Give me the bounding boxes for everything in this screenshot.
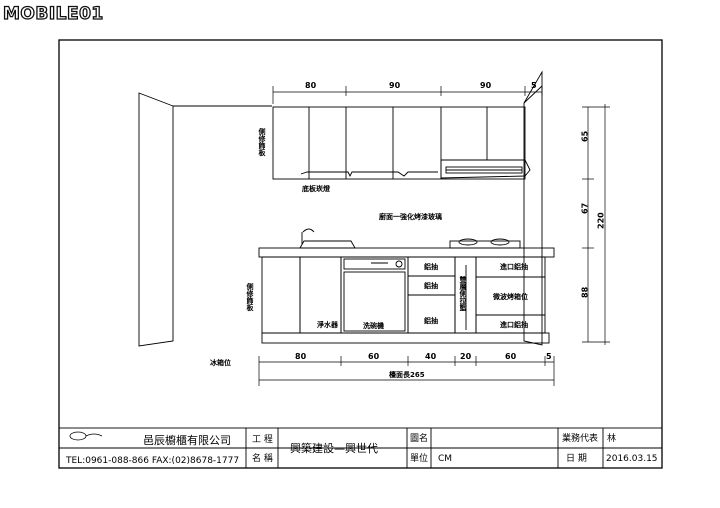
rep-value: 林	[607, 432, 616, 444]
label-lower-side-panel: 側修飾板	[246, 282, 255, 312]
bottom-dimensions	[258, 356, 555, 386]
dim-bottom-40: 40	[425, 352, 437, 361]
logo-text: MOBILE01	[3, 4, 104, 24]
company-name: 邑辰櫥櫃有限公司	[143, 433, 231, 447]
dim-right-65: 65	[581, 130, 590, 142]
dim-right-67: 67	[581, 203, 590, 214]
label-oven-mid: 微波烤箱位	[492, 292, 528, 301]
project-name: 興築建設—興世代	[290, 441, 378, 455]
base-cabinets	[258, 228, 555, 344]
right-dimensions	[582, 104, 610, 345]
label-drawer-3: 鋁抽	[424, 316, 438, 325]
company-contact: TEL:0961-088-866 FAX:(02)8678-1777	[65, 456, 239, 466]
label-oven-bot: 進口鋁抽	[500, 320, 528, 329]
date-label: 日 期	[566, 453, 587, 464]
mobile01-logo: MOBILE01	[3, 3, 104, 24]
drawing-frame	[58, 39, 663, 469]
project-label-2: 名 稱	[252, 452, 273, 464]
dim-top-90b: 90	[480, 81, 492, 90]
title-block	[58, 427, 663, 469]
dim-top-90a: 90	[389, 81, 401, 90]
label-drawer-2: 鋁抽	[424, 281, 438, 290]
project-label-1: 工 程	[252, 434, 273, 445]
walls	[138, 70, 543, 347]
date-value: 2016.03.15	[606, 454, 658, 464]
label-upper-bottom-panel: 底板崁燈	[302, 184, 331, 193]
dim-total: 檯面長265	[388, 370, 425, 379]
label-fridge: 冰箱位	[210, 358, 231, 367]
label-backsplash: 廚面一強化烤漆玻璃	[379, 212, 442, 221]
label-drawer-1: 鋁抽	[424, 262, 438, 271]
dim-right-88: 88	[581, 286, 590, 298]
top-dimensions	[272, 86, 543, 104]
dim-top-5: 5	[531, 81, 537, 90]
component-labels: 側修飾板 底板崁燈 廚面一強化烤漆玻璃 側修飾板 淨水器 洗碗機 鋁抽 鋁抽 鋁…	[210, 127, 528, 367]
rep-label: 業務代表	[562, 432, 598, 444]
unit-label: 單位	[410, 452, 428, 464]
dim-bottom-60a: 60	[368, 352, 380, 361]
upper-cabinets	[272, 106, 531, 180]
dim-bottom-5: 5	[546, 352, 552, 361]
label-upper-side-panel: 側修飾板	[258, 127, 267, 157]
company-logo-icon	[69, 431, 103, 441]
label-dishwasher: 洗碗機	[363, 321, 384, 330]
dim-bottom-60b: 60	[505, 352, 517, 361]
label-oven-top: 進口鋁抽	[500, 262, 528, 271]
dim-right-total: 220	[597, 212, 606, 229]
drawing-label: 圖名	[410, 432, 428, 444]
unit-value: CM	[438, 454, 452, 464]
label-sink: 淨水器	[316, 320, 339, 329]
dim-bottom-20: 20	[460, 352, 472, 361]
dim-bottom-80: 80	[295, 352, 307, 361]
label-double-drawer: 雙層側拉籃	[459, 275, 468, 312]
dim-top-80: 80	[305, 81, 317, 90]
